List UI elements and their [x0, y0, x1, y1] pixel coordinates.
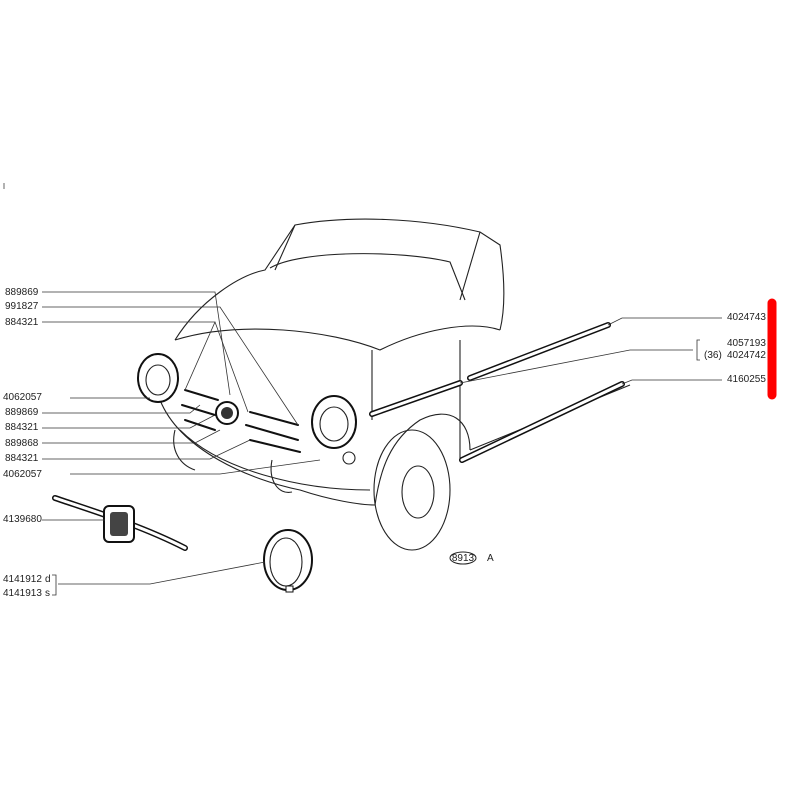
part-number-label: 4024743 [727, 312, 766, 323]
part-number-label: 4062057 [3, 392, 42, 403]
side-moldings [369, 322, 625, 463]
part-number-label: 4024742 [727, 350, 766, 361]
part-number-label: 4160255 [727, 374, 766, 385]
headlight-ring-part [263, 529, 313, 593]
part-number-label: 4062057 [3, 469, 42, 480]
grille-emblem-part [52, 495, 188, 551]
quantity-note: (36) [704, 350, 722, 361]
part-number-label: 884321 [5, 317, 39, 328]
side-indicator: d [45, 574, 51, 585]
figure-code: 8913 [452, 553, 475, 564]
part-number-label: 889869 [5, 287, 39, 298]
leader-lines [42, 291, 722, 596]
part-number-label: 4141913 [3, 588, 42, 599]
part-number-label: 4057193 [727, 338, 766, 349]
part-number-label: 4139680 [3, 514, 42, 525]
side-indicator: s [45, 588, 50, 599]
part-number-label: 889868 [5, 438, 39, 449]
part-number-label: 889869 [5, 407, 39, 418]
part-number-label: 991827 [5, 301, 39, 312]
figure-suffix: A [487, 553, 494, 564]
part-number-label: 884321 [5, 453, 39, 464]
headlight-left [137, 353, 179, 403]
headlight-right [311, 395, 357, 449]
grille-bars [181, 389, 301, 453]
part-number-label: 4141912 [3, 574, 42, 585]
car-outline [159, 218, 631, 551]
part-number-label: 884321 [5, 422, 39, 433]
figure-code-oval [449, 551, 477, 565]
